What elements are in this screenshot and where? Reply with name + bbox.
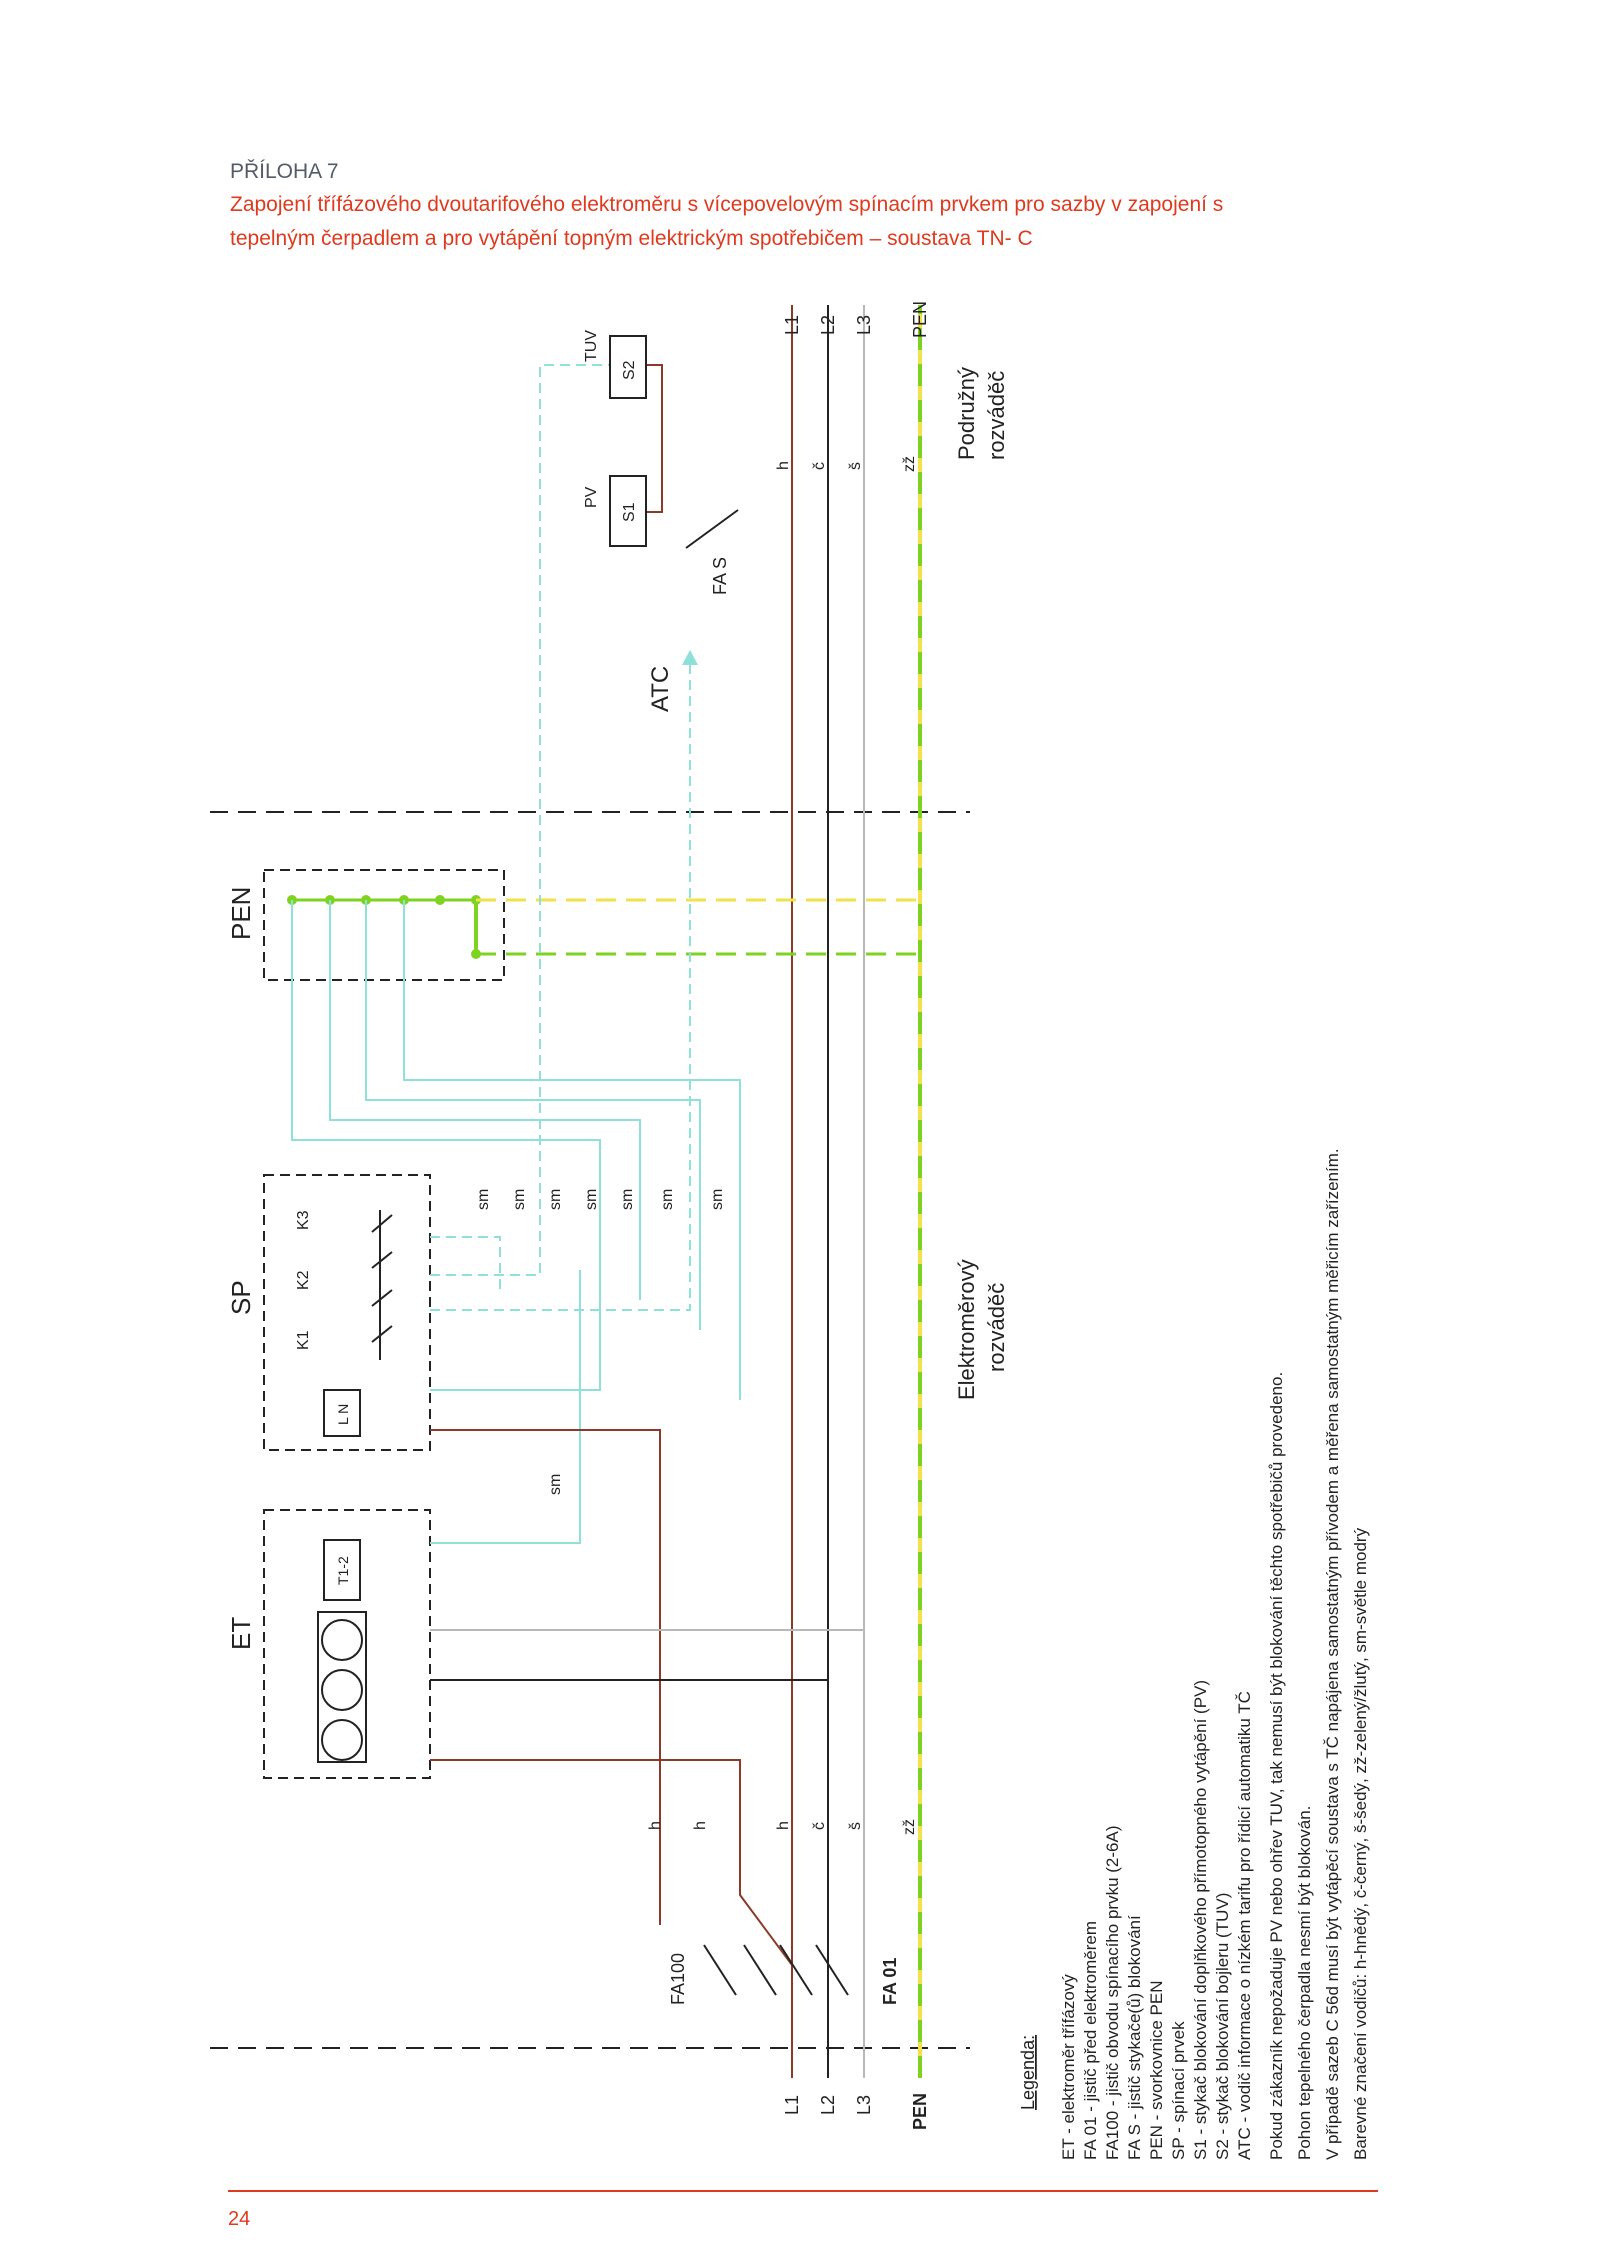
legend-note-3: V případě sazeb C 56d musí být vytápěcí … xyxy=(1323,1148,1342,2160)
legend-item-4: FA S - jistič stykače(ů) blokování xyxy=(1125,1915,1144,2160)
ln-label: L N xyxy=(335,1404,351,1425)
legend-item-1: ET - elektroměr třífázový xyxy=(1059,1974,1078,2160)
sm-label-2: sm xyxy=(511,1189,528,1210)
title-line-2: tepelným čerpadlem a pro vytápění topným… xyxy=(230,227,1033,250)
sm-label-4: sm xyxy=(583,1189,600,1210)
contactor-k3: K3 xyxy=(295,1210,312,1230)
sm-label-8: sm xyxy=(547,1474,564,1495)
wire-color-r3: š xyxy=(847,462,864,470)
wire-color-2: h xyxy=(692,1821,709,1830)
s1-label: S1 xyxy=(621,502,638,522)
line-label-L3-right: L3 xyxy=(854,315,874,335)
sub-board-label-2: rozváděč xyxy=(984,371,1009,460)
t12-label: T1-2 xyxy=(335,1556,351,1585)
legend-note-2: Pohon tepelného čerpadla nesmí být bloko… xyxy=(1295,1806,1314,2160)
legend-item-9: ATC - vodič informace o nízkém tarifu pr… xyxy=(1235,1691,1254,2160)
title-line-1: Zapojení třífázového dvoutarifového elek… xyxy=(230,193,1224,216)
atc-label: ATC xyxy=(647,666,674,712)
contactor-k2: K2 xyxy=(295,1270,312,1290)
wire-color-1: h xyxy=(647,1821,664,1830)
line-label-PEN-right: PEN xyxy=(910,301,930,338)
et-box xyxy=(263,1509,431,1779)
pv-label: PV xyxy=(583,486,600,508)
sm-label-7: sm xyxy=(709,1189,726,1210)
pen-box xyxy=(263,869,505,981)
wire-color-3: h xyxy=(775,1821,792,1830)
sm-label-6: sm xyxy=(659,1189,676,1210)
legend-item-7: S1 - stykač blokování doplňkového přímot… xyxy=(1191,1680,1210,2160)
fa01-label: FA 01 xyxy=(880,1958,900,2005)
sp-box xyxy=(263,1174,431,1451)
s2-label: S2 xyxy=(621,360,638,380)
sub-board-label-1: Podružný xyxy=(954,367,979,460)
sm-label-3: sm xyxy=(547,1189,564,1210)
wire-color-4: č xyxy=(811,1822,828,1830)
legend-item-6: SP - spínací prvek xyxy=(1169,2021,1188,2160)
line-label-L3-left: L3 xyxy=(854,2095,874,2115)
sm-label-5: sm xyxy=(619,1189,636,1210)
line-label-L2-left: L2 xyxy=(818,2095,838,2115)
wire-color-r4: zž xyxy=(901,456,918,472)
appendix-label: PŘÍLOHA 7 xyxy=(230,160,339,183)
legend-note-4: Barevné značení vodičů: h-hnědý, č-černý… xyxy=(1351,1527,1370,2160)
s1-box xyxy=(609,475,647,547)
legend-item-2: FA 01 - jistič před elektroměrem xyxy=(1081,1921,1100,2160)
legend-item-5: PEN - svorkovnice PEN xyxy=(1147,1981,1166,2161)
t12-box xyxy=(323,1539,361,1601)
contactor-k1: K1 xyxy=(295,1330,312,1350)
wire-color-r1: h xyxy=(775,461,792,470)
meter-board-label-2: rozváděč xyxy=(984,1283,1009,1372)
block-label-sp: SP xyxy=(226,1280,256,1315)
line-label-L1-left: L1 xyxy=(782,2095,802,2115)
tuv-label: TUV xyxy=(583,330,600,362)
line-label-L2-right: L2 xyxy=(818,315,838,335)
wire-color-6: zž xyxy=(901,1819,918,1835)
page-title: Zapojení třífázového dvoutarifového elek… xyxy=(230,188,1380,256)
line-label-L1-right: L1 xyxy=(782,315,802,335)
footer-rule xyxy=(228,2190,1378,2192)
ln-box xyxy=(323,1389,361,1437)
legend-title: Legenda: xyxy=(1018,2035,1038,2110)
legend-item-3: FA100 - jistič obvodu spínacího prvku (2… xyxy=(1103,1826,1122,2161)
legend-item-8: S2 - stykač blokování bojleru (TUV) xyxy=(1213,1893,1232,2160)
meter-board-label-1: Elektroměrový xyxy=(954,1259,979,1400)
fas-label: FA S xyxy=(710,557,730,595)
s2-box xyxy=(609,335,647,399)
line-label-PEN-left: PEN xyxy=(910,2093,930,2130)
wire-color-r2: č xyxy=(811,462,828,470)
block-label-pen: PEN xyxy=(226,887,256,940)
wire-color-5: š xyxy=(847,1822,864,1830)
page-number: 24 xyxy=(228,2208,251,2230)
fa100-label: FA100 xyxy=(668,1953,688,2005)
legend-note-1: Pokud zákazník nepožaduje PV nebo ohřev … xyxy=(1267,1372,1286,2160)
sm-label-1: sm xyxy=(475,1189,492,1210)
block-label-et: ET xyxy=(226,1617,256,1650)
